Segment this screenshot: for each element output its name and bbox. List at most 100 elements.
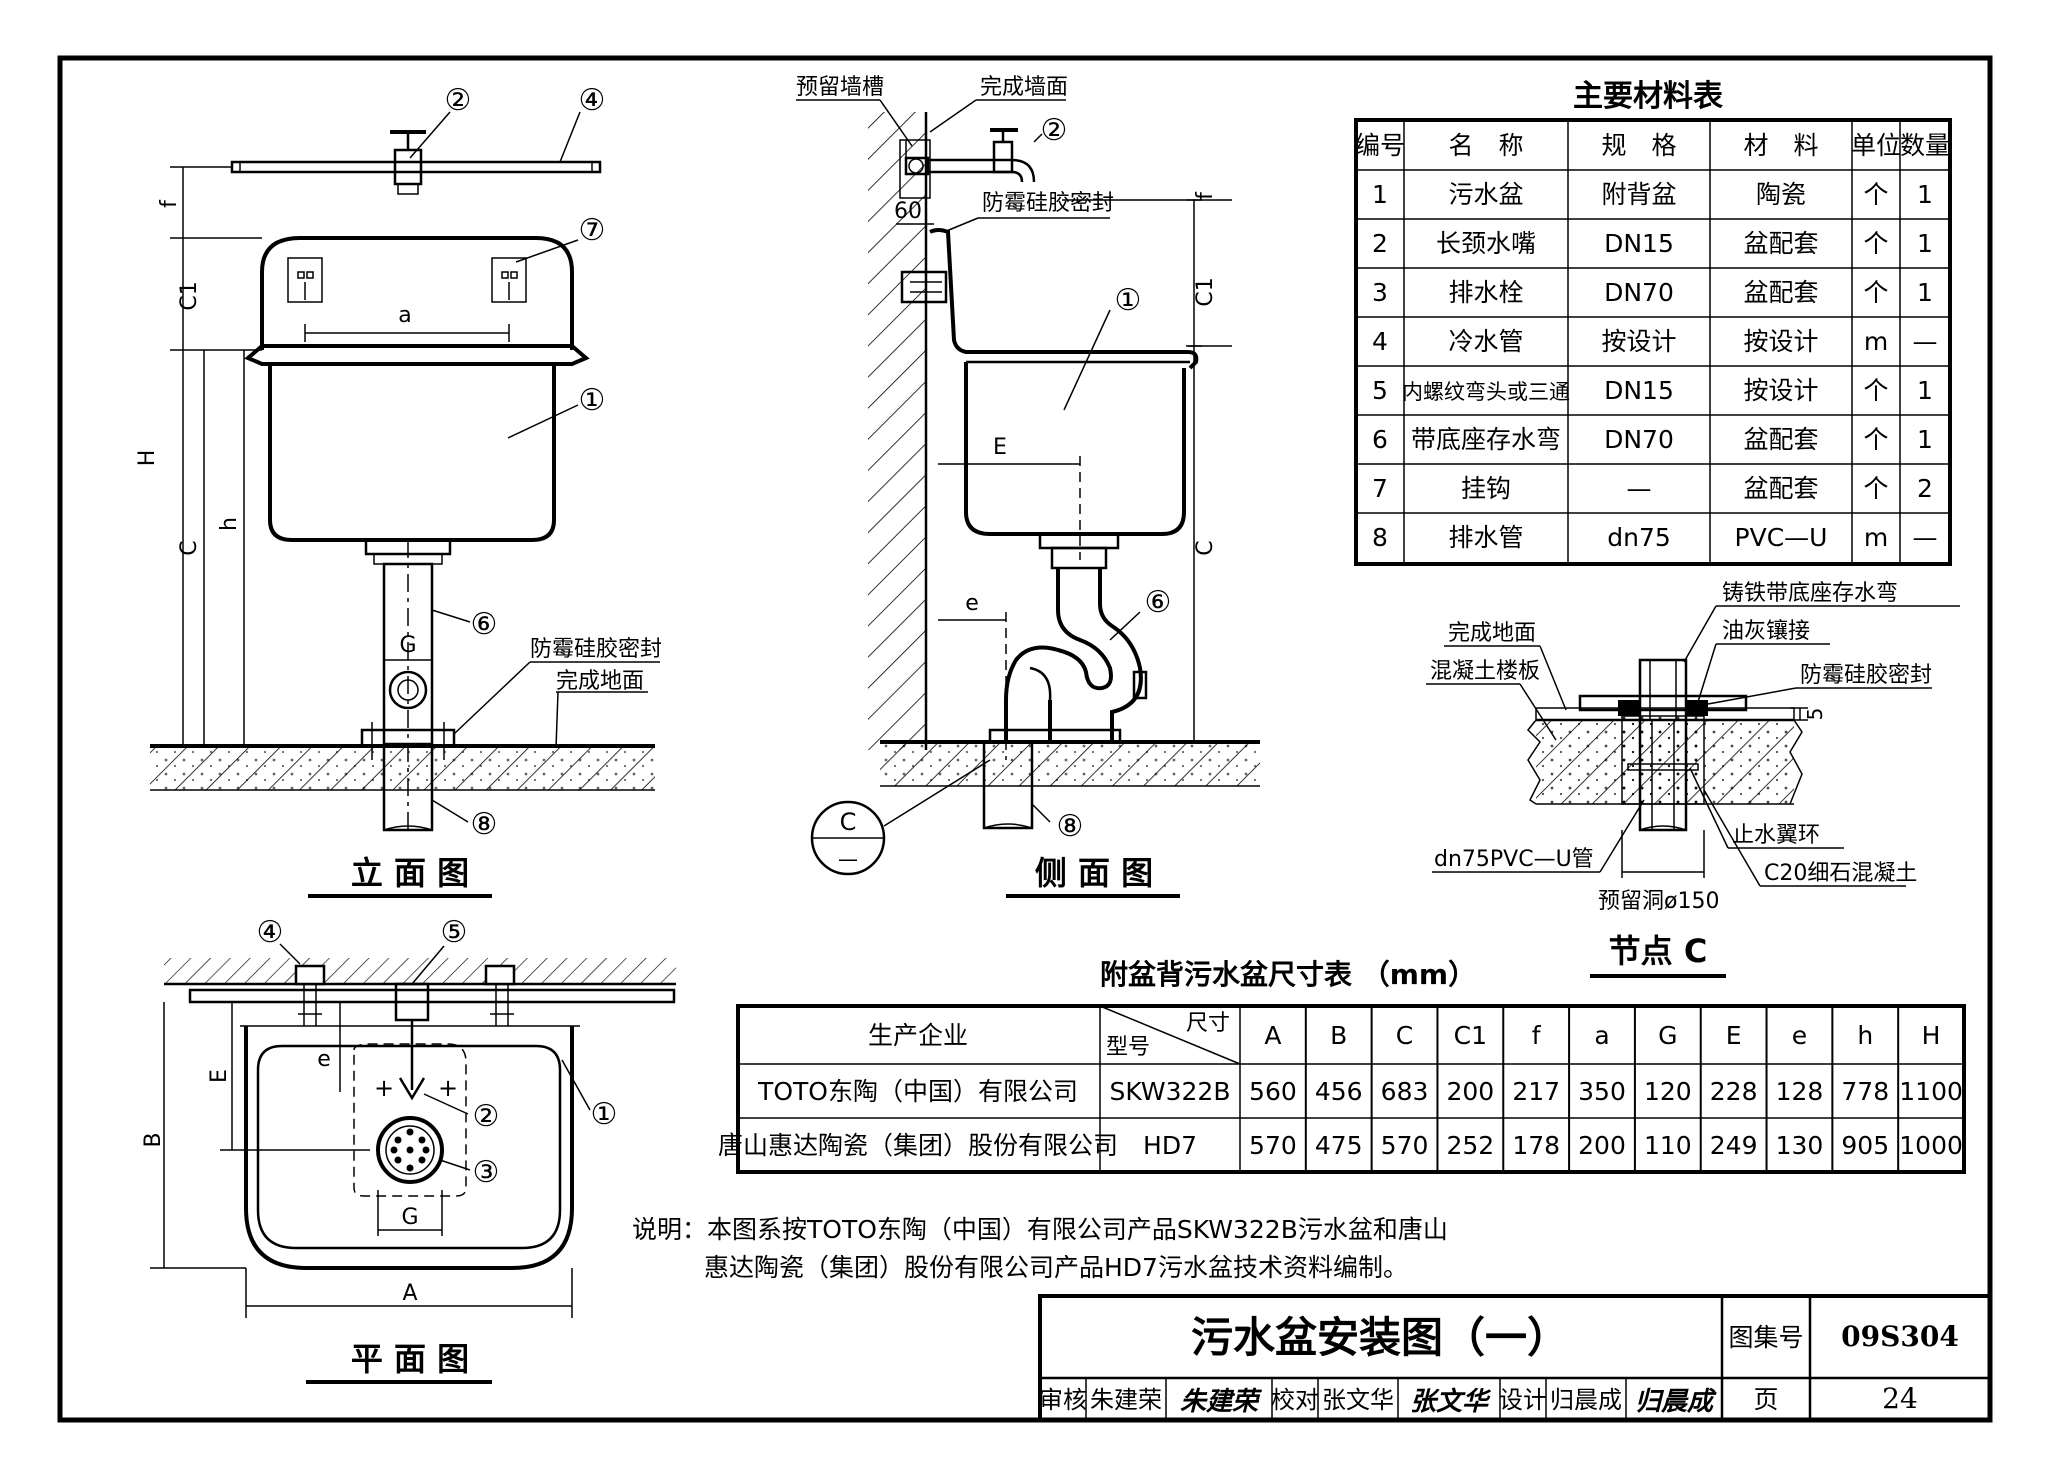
size-cell: 350 [1578, 1077, 1626, 1106]
page-number: 24 [1882, 1382, 1918, 1415]
size-col-header: e [1792, 1021, 1807, 1050]
check-label: 校对 [1271, 1386, 1319, 1414]
size-col-size: 尺寸 [1186, 1011, 1230, 1036]
materials-cell-no: 2 [1372, 229, 1388, 258]
svg-text:+: + [374, 1074, 394, 1102]
size-row-company: 唐山惠达陶瓷（集团）股份有限公司 [718, 1131, 1118, 1160]
materials-cell-name: 长颈水嘴 [1436, 229, 1536, 258]
size-col-header: H [1922, 1021, 1941, 1050]
note-line-1: 说明：本图系按TOTO东陶（中国）有限公司产品SKW322B污水盆和唐山 [632, 1215, 1448, 1244]
side-dim-E: E [993, 435, 1007, 460]
materials-header-unit: 单位 [1851, 131, 1901, 160]
size-cell: 217 [1512, 1077, 1560, 1106]
side-callout-6: ⑥ [1145, 585, 1172, 620]
size-col-header: E [1726, 1021, 1742, 1050]
materials-cell-spec: 按设计 [1601, 327, 1676, 356]
node-dim-5: 5 [1803, 708, 1827, 721]
plan-drain-strainer-icon [376, 1116, 444, 1184]
materials-header-spec: 规 格 [1601, 131, 1676, 160]
plan-dim-B: B [141, 1132, 166, 1147]
elevation-drain-pipe [382, 744, 434, 832]
materials-cell-no: 8 [1372, 523, 1388, 552]
elevation-sink-bowl [268, 364, 556, 542]
side-label-seal: 防霉硅胶密封 [982, 191, 1114, 216]
svg-text:+: + [438, 1074, 458, 1102]
side-dim-e: e [965, 591, 979, 616]
node-label-trap: 铸铁带底座存水弯 [1722, 581, 1898, 606]
materials-cell-material: 按设计 [1743, 327, 1818, 356]
materials-cell-no: 3 [1372, 278, 1388, 307]
elevation-hook-left-icon [287, 257, 323, 303]
size-col-model: 型号 [1106, 1035, 1150, 1060]
elevation-callout-6: ⑥ [471, 607, 498, 642]
node-label-putty: 油灰镶接 [1722, 619, 1810, 644]
plan-callout-2: ② [473, 1099, 500, 1134]
plan-callout-4: ④ [257, 915, 284, 950]
designer-signature: 归晨成 [1635, 1387, 1717, 1417]
size-col-header: C [1396, 1021, 1413, 1050]
materials-cell-name: 冷水管 [1448, 327, 1523, 356]
side-label-wall: 完成墙面 [980, 75, 1068, 100]
materials-cell-no: 7 [1372, 474, 1388, 503]
materials-cell-spec: DN70 [1604, 425, 1674, 454]
materials-title: 主要材料表 [1573, 79, 1723, 114]
node-label-floor: 完成地面 [1448, 621, 1536, 646]
materials-cell-unit: 个 [1863, 474, 1888, 503]
materials-cell-qty: 1 [1917, 180, 1933, 209]
materials-cell-name: 内螺纹弯头或三通 [1402, 380, 1570, 404]
materials-cell-unit: 个 [1863, 278, 1888, 307]
size-cell: 1000 [1899, 1131, 1963, 1160]
checker-signature: 张文华 [1410, 1387, 1492, 1417]
atlas-number: 09S304 [1841, 1320, 1959, 1353]
size-col-company: 生产企业 [868, 1021, 968, 1050]
materials-cell-qty: 1 [1917, 425, 1933, 454]
elevation-callout-4: ④ [579, 83, 606, 118]
elevation-hook-right-icon [491, 257, 527, 303]
elevation-label-seal: 防霉硅胶密封 [530, 637, 662, 662]
size-col-header: A [1264, 1021, 1281, 1050]
size-cell: 456 [1315, 1077, 1363, 1106]
materials-cell-unit: m [1864, 523, 1888, 552]
node-label-ring: 止水翼环 [1732, 823, 1820, 848]
materials-header-name: 名 称 [1448, 131, 1523, 160]
materials-cell-spec: dn75 [1607, 523, 1671, 552]
materials-cell-qty: 1 [1917, 229, 1933, 258]
side-dim-C1: C1 [1193, 277, 1218, 306]
size-row-company: TOTO东陶（中国）有限公司 [757, 1077, 1078, 1106]
node-label-hole: 预留洞ø150 [1598, 889, 1719, 914]
materials-cell-spec: DN15 [1604, 376, 1674, 405]
size-cell: 778 [1841, 1077, 1889, 1106]
elevation-callout-7: ⑦ [579, 213, 606, 248]
materials-cell-no: 5 [1372, 376, 1388, 405]
side-label-groove: 预留墙槽 [796, 75, 884, 100]
elevation-dim-H: H [135, 450, 160, 467]
materials-cell-material: 盆配套 [1743, 425, 1818, 454]
size-cell: 178 [1512, 1131, 1560, 1160]
plan-callout-1: ① [591, 1097, 618, 1132]
design-label: 设计 [1499, 1386, 1547, 1414]
side-drain-pipe [982, 740, 1034, 830]
node-label-slab: 混凝土楼板 [1430, 659, 1540, 684]
materials-cell-spec: DN15 [1604, 229, 1674, 258]
review-label: 审核 [1039, 1386, 1087, 1414]
size-cell: 228 [1710, 1077, 1758, 1106]
title-block: 污水盆安装图（一） 图集号 09S304 页 24 审核 朱建荣 校对 张文华 … [1038, 1294, 1992, 1422]
side-dim-C: C [1193, 540, 1218, 555]
side-sink-back [929, 228, 1199, 370]
materials-cell-qty: 1 [1917, 376, 1933, 405]
materials-cell-spec: 附背盆 [1601, 180, 1676, 209]
size-cell: 475 [1315, 1131, 1363, 1160]
node-c-detail: 5 铸铁带底座存水弯 油灰镶接 完成地面 混凝土楼板 防霉硅胶密封 止水翼环 d… [1426, 581, 1960, 978]
note: 说明：本图系按TOTO东陶（中国）有限公司产品SKW322B污水盆和唐山 惠达陶… [632, 1215, 1448, 1282]
materials-cell-unit: 个 [1863, 425, 1888, 454]
size-cell: 570 [1249, 1131, 1297, 1160]
node-title: 节点 C [1609, 932, 1708, 970]
elevation-cleanout-icon [388, 670, 428, 710]
node-trap-base [1578, 694, 1748, 712]
plan-supply-pipe [188, 988, 676, 1004]
materials-cell-material: 盆配套 [1743, 229, 1818, 258]
size-col-header: C1 [1454, 1021, 1487, 1050]
node-label-concrete: C20细石混凝土 [1764, 861, 1917, 886]
plan-sink-outline [244, 1026, 574, 1270]
